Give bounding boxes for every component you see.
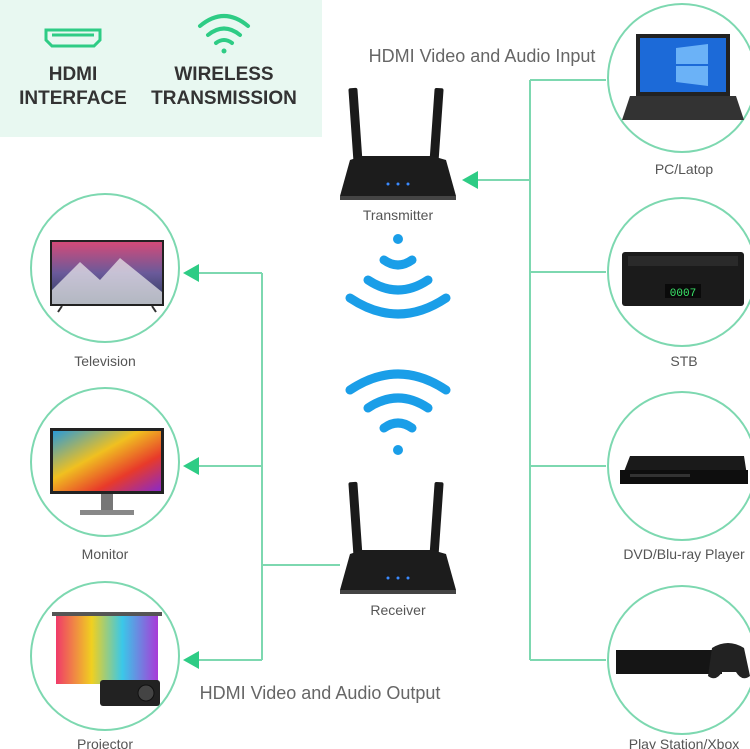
television-label: Television [74, 353, 135, 369]
output-title: HDMI Video and Audio Output [200, 683, 441, 703]
television-image [50, 240, 164, 313]
stb-label: STB [670, 353, 697, 369]
feature-wireless-line2: TRANSMISSION [151, 88, 297, 109]
arrow-to-transmitter [462, 171, 478, 189]
connection-lines [198, 79, 606, 661]
hdmi-port-icon [44, 28, 102, 48]
arrow-to-monitor [183, 457, 199, 475]
dvd-label: DVD/Blu-ray Player [623, 546, 745, 562]
game-console-image [616, 643, 750, 679]
wifi-signal-down-icon [345, 234, 451, 319]
stb-image: 0007 [622, 252, 744, 306]
arrows [183, 171, 478, 669]
laptop-image [622, 34, 744, 120]
transmitter-image [340, 87, 456, 200]
receiver-image [340, 481, 456, 594]
arrow-to-projector [183, 651, 199, 669]
arrow-to-television [183, 264, 199, 282]
monitor-label: Monitor [82, 546, 129, 562]
game-console-label: Play Station/Xbox [629, 736, 740, 749]
monitor-image [50, 428, 164, 515]
stb-display: 0007 [670, 288, 696, 300]
projector-label: Projector [77, 736, 133, 749]
feature-hdmi-line1: HDMI [49, 64, 98, 85]
feature-hdmi-line2: INTERFACE [19, 88, 127, 109]
dvd-player-image [620, 456, 748, 484]
receiver-label: Receiver [370, 602, 426, 618]
wifi-icon [198, 14, 250, 54]
feature-wireless-line1: WIRELESS [174, 64, 273, 85]
pc-laptop-label: PC/Latop [655, 161, 714, 177]
transmitter-label: Transmitter [363, 207, 434, 223]
wifi-signal-up-icon [345, 369, 451, 455]
projector-image [52, 612, 162, 706]
input-title: HDMI Video and Audio Input [369, 46, 596, 66]
feature-panel [0, 0, 322, 137]
